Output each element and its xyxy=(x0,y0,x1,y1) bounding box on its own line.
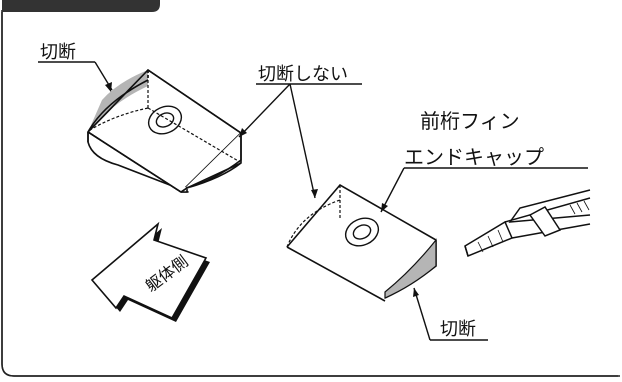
hole-lower xyxy=(344,217,380,247)
label-cut-top: 切断 xyxy=(40,42,76,63)
direction-arrow xyxy=(90,221,210,322)
cutter-knife xyxy=(464,189,591,258)
frame-border xyxy=(1,10,620,377)
label-no-cut: 切断しない xyxy=(258,64,348,85)
label-cut-bottom: 切断 xyxy=(440,319,476,340)
cut-face-lower xyxy=(384,238,437,299)
header-tab xyxy=(2,0,160,12)
label-part-name-2: エンドキャップ xyxy=(404,145,544,169)
hole-upper xyxy=(147,105,183,135)
frame-border-left xyxy=(1,12,618,377)
label-part-name-1: 前桁フィン xyxy=(420,109,520,133)
